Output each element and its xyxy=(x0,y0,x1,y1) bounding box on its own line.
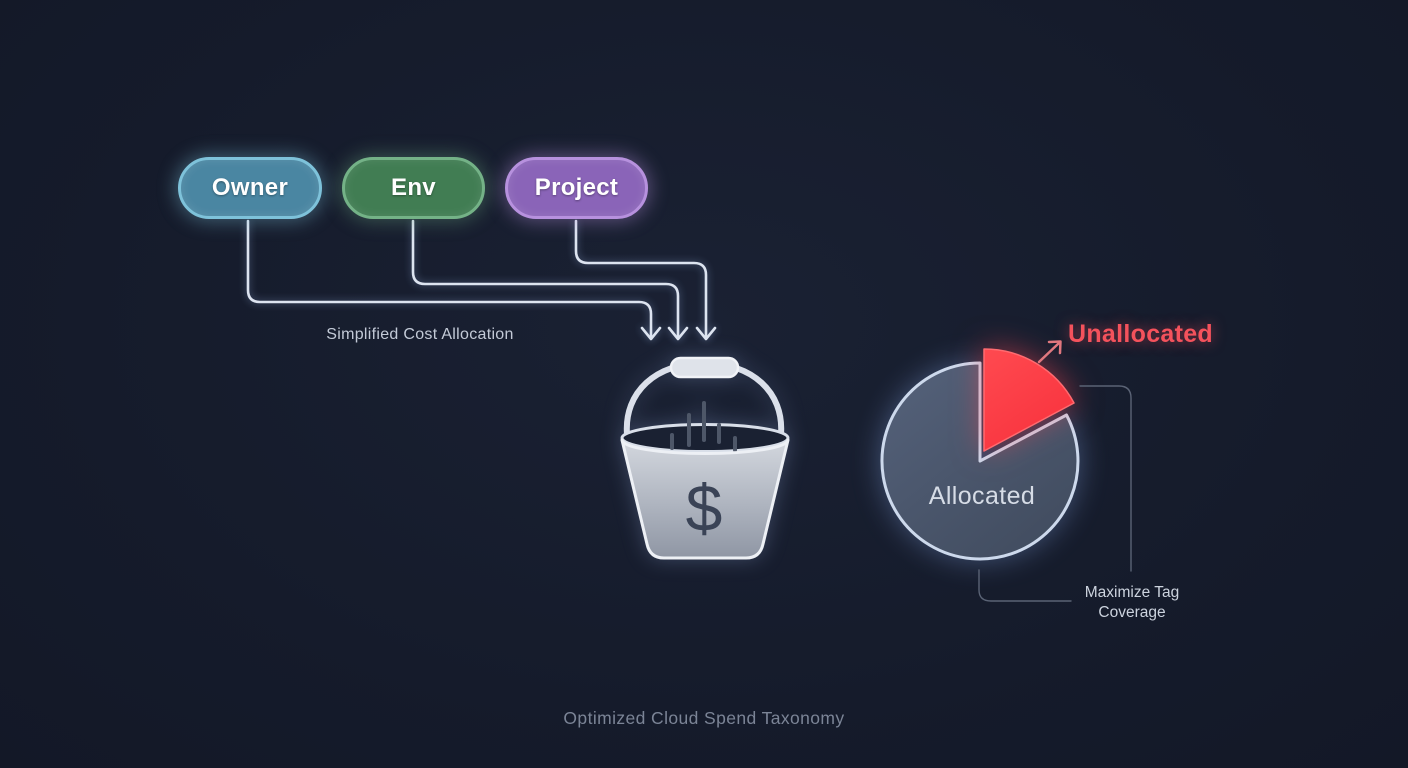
arrowhead-owner-icon xyxy=(640,326,662,341)
tag-pill-owner: Owner xyxy=(178,157,322,219)
bucket-body xyxy=(620,438,790,560)
spend-pie-chart xyxy=(880,348,1080,561)
dollar-sign: $ xyxy=(686,471,723,545)
connector-owner xyxy=(246,219,653,338)
tag-pill-env: Env xyxy=(342,157,485,219)
tag-pill-project-label: Project xyxy=(534,174,619,201)
tag-to-bucket-connectors xyxy=(246,219,717,341)
arrowhead-env-icon xyxy=(667,326,689,341)
pie-allocated-label: Allocated xyxy=(928,482,1036,510)
flow-label: Simplified Cost Allocation xyxy=(326,326,514,343)
arrowhead-project-icon xyxy=(695,326,717,341)
bucket-grip xyxy=(669,356,740,379)
diagram-caption: Optimized Cloud Spend Taxonomy xyxy=(563,708,845,728)
pie-allocated-slice xyxy=(880,361,1080,561)
coverage-line2: Coverage xyxy=(1098,603,1166,621)
tag-pill-project: Project xyxy=(505,157,648,219)
callout-line-allocated xyxy=(978,569,1072,602)
tag-pill-owner-label: Owner xyxy=(211,174,289,201)
arrow-up-right-icon xyxy=(1037,340,1062,364)
falling-cost-streaks xyxy=(670,401,737,452)
maximize-tag-coverage-label: Maximize Tag Coverage xyxy=(1056,583,1208,622)
connector-env xyxy=(411,219,680,338)
callout-lines xyxy=(978,385,1132,602)
dollar-bucket-icon: $ xyxy=(620,356,790,560)
callout-line-unallocated xyxy=(1079,385,1132,572)
pie-unallocated-slice xyxy=(983,348,1075,452)
pie-unallocated-label: Unallocated xyxy=(1068,320,1213,348)
coverage-line1: Maximize Tag xyxy=(1084,584,1180,601)
connector-project xyxy=(574,219,708,338)
tag-pill-env-label: Env xyxy=(391,174,436,201)
